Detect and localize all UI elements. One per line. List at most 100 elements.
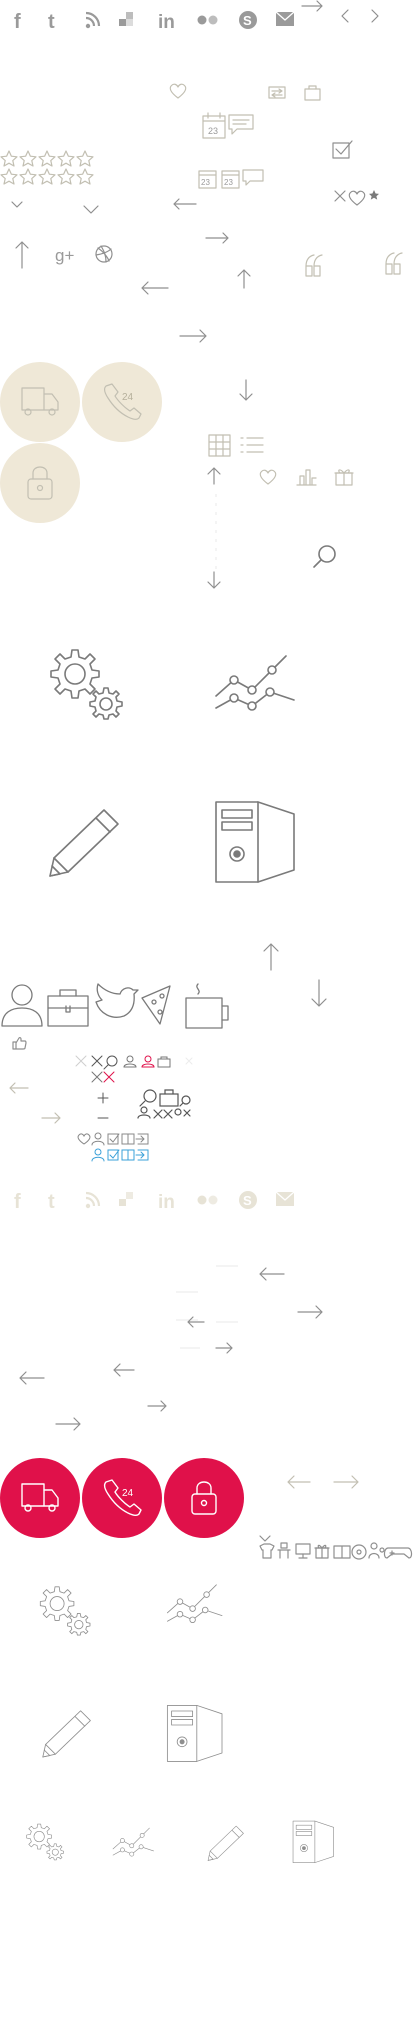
monitor-icon[interactable] — [295, 1543, 311, 1559]
search-icon[interactable] — [103, 1055, 118, 1070]
computer-tower-icon[interactable] — [292, 1820, 338, 1866]
exchange-icon[interactable] — [268, 84, 318, 102]
settings-gears-icon[interactable] — [42, 646, 126, 720]
search-icon[interactable] — [179, 1095, 191, 1107]
book-icon[interactable] — [121, 1149, 135, 1161]
mail-icon[interactable] — [275, 11, 295, 26]
calendar-icon[interactable]: 23 — [221, 170, 240, 189]
arrow-left-icon[interactable] — [287, 1475, 311, 1489]
settings-gears-icon[interactable] — [22, 1822, 68, 1862]
arrow-right-icon[interactable] — [204, 232, 230, 246]
phone-circle[interactable]: 24 — [82, 362, 162, 442]
star-icon[interactable] — [38, 168, 56, 185]
line-chart-icon[interactable] — [112, 1826, 158, 1860]
arrow-down-icon[interactable] — [310, 978, 328, 1008]
gift-icon[interactable] — [334, 466, 354, 486]
user-icon[interactable] — [123, 1055, 137, 1068]
heart-icon[interactable] — [348, 190, 366, 206]
star-icon[interactable] — [38, 150, 56, 167]
heart-icon[interactable] — [168, 82, 188, 100]
briefcase-icon[interactable] — [159, 1089, 179, 1107]
facebook-icon[interactable]: f — [14, 11, 21, 33]
secure-circle[interactable] — [0, 443, 80, 523]
settings-gears-icon[interactable] — [34, 1584, 94, 1636]
coffee-mug-icon[interactable] — [185, 983, 229, 1029]
bar-chart-icon[interactable] — [296, 466, 318, 486]
arrow-right-icon[interactable] — [40, 1112, 62, 1126]
rss-icon[interactable] — [85, 1191, 101, 1209]
star-icon[interactable] — [76, 168, 94, 185]
user-icon[interactable] — [91, 1132, 105, 1146]
dribbble-icon[interactable] — [94, 244, 114, 264]
close-icon[interactable] — [153, 1109, 163, 1119]
arrow-right-icon[interactable] — [297, 1305, 323, 1319]
arrow-right-icon[interactable] — [333, 1475, 359, 1489]
arrow-down-icon[interactable] — [206, 570, 222, 590]
list-view-icon[interactable] — [240, 437, 264, 453]
close-icon[interactable] — [185, 1057, 193, 1065]
twitter-icon[interactable]: t — [48, 1191, 55, 1213]
star-icon[interactable] — [76, 150, 94, 167]
close-icon[interactable] — [183, 1109, 191, 1117]
star-icon[interactable] — [57, 150, 75, 167]
arrow-right-icon[interactable] — [215, 1342, 233, 1354]
desk-icon[interactable] — [277, 1542, 291, 1559]
user-icon[interactable] — [141, 1055, 155, 1068]
heart-icon[interactable] — [258, 468, 278, 486]
calendar-icon[interactable]: 23 — [202, 112, 226, 139]
arrow-up-icon[interactable] — [206, 466, 222, 486]
delicious-icon[interactable] — [119, 1192, 133, 1206]
chat-bubble-icon[interactable] — [242, 169, 264, 186]
heart-icon[interactable] — [77, 1133, 91, 1145]
secure-circle-active[interactable] — [164, 1458, 244, 1538]
rss-icon[interactable] — [85, 11, 101, 29]
pencil-icon[interactable] — [206, 1824, 246, 1864]
chat-bubble-icon[interactable] — [228, 114, 254, 135]
flickr-icon[interactable] — [197, 15, 218, 25]
sign-in-icon[interactable] — [135, 1149, 149, 1161]
chevron-right-icon[interactable] — [371, 9, 379, 23]
arrow-down-icon[interactable] — [238, 378, 254, 402]
music-person-icon[interactable] — [368, 1542, 385, 1559]
mail-icon[interactable] — [275, 1191, 295, 1206]
search-icon[interactable] — [312, 544, 338, 570]
star-icon[interactable] — [19, 168, 37, 185]
chevron-left-icon[interactable] — [341, 9, 349, 23]
checkbox-icon[interactable] — [107, 1149, 120, 1161]
close-icon[interactable] — [91, 1071, 103, 1083]
sign-in-icon[interactable] — [135, 1133, 149, 1145]
search-icon[interactable] — [174, 1108, 182, 1116]
arrow-right-icon[interactable] — [178, 328, 208, 344]
arrow-up-icon[interactable] — [14, 240, 30, 270]
book-icon[interactable] — [333, 1545, 351, 1559]
arrow-left-icon[interactable] — [8, 1082, 30, 1096]
gamepad-icon[interactable] — [383, 1547, 413, 1559]
close-icon[interactable] — [75, 1055, 87, 1067]
chevron-down-icon[interactable] — [83, 205, 99, 214]
skype-icon[interactable]: S — [239, 1191, 257, 1209]
checkbox-icon[interactable] — [107, 1133, 120, 1145]
arrow-right-icon[interactable] — [301, 0, 323, 12]
user-icon[interactable] — [137, 1106, 151, 1119]
arrow-left-icon[interactable] — [140, 280, 170, 296]
pencil-icon[interactable] — [46, 806, 122, 880]
user-icon[interactable] — [91, 1148, 105, 1162]
chevron-down-icon[interactable] — [259, 1535, 271, 1542]
skype-icon[interactable]: S — [239, 11, 257, 29]
twitter-icon[interactable]: t — [48, 11, 55, 33]
google-plus-icon[interactable]: g+ — [54, 244, 80, 266]
close-icon[interactable] — [334, 190, 346, 202]
pencil-icon[interactable] — [40, 1708, 94, 1760]
arrow-left-icon[interactable] — [19, 1371, 45, 1385]
chevron-down-icon[interactable] — [11, 201, 23, 208]
linkedin-icon[interactable]: in — [158, 12, 175, 33]
thumbs-up-icon[interactable] — [12, 1036, 28, 1050]
arrow-up-icon[interactable] — [262, 942, 280, 972]
delivery-circle-active[interactable] — [0, 1458, 80, 1538]
computer-tower-icon[interactable] — [166, 1704, 226, 1764]
facebook-icon[interactable]: f — [14, 1191, 21, 1213]
close-icon[interactable] — [163, 1109, 173, 1119]
arrow-up-icon[interactable] — [236, 268, 252, 290]
star-icon[interactable] — [0, 150, 18, 167]
star-icon[interactable] — [19, 150, 37, 167]
